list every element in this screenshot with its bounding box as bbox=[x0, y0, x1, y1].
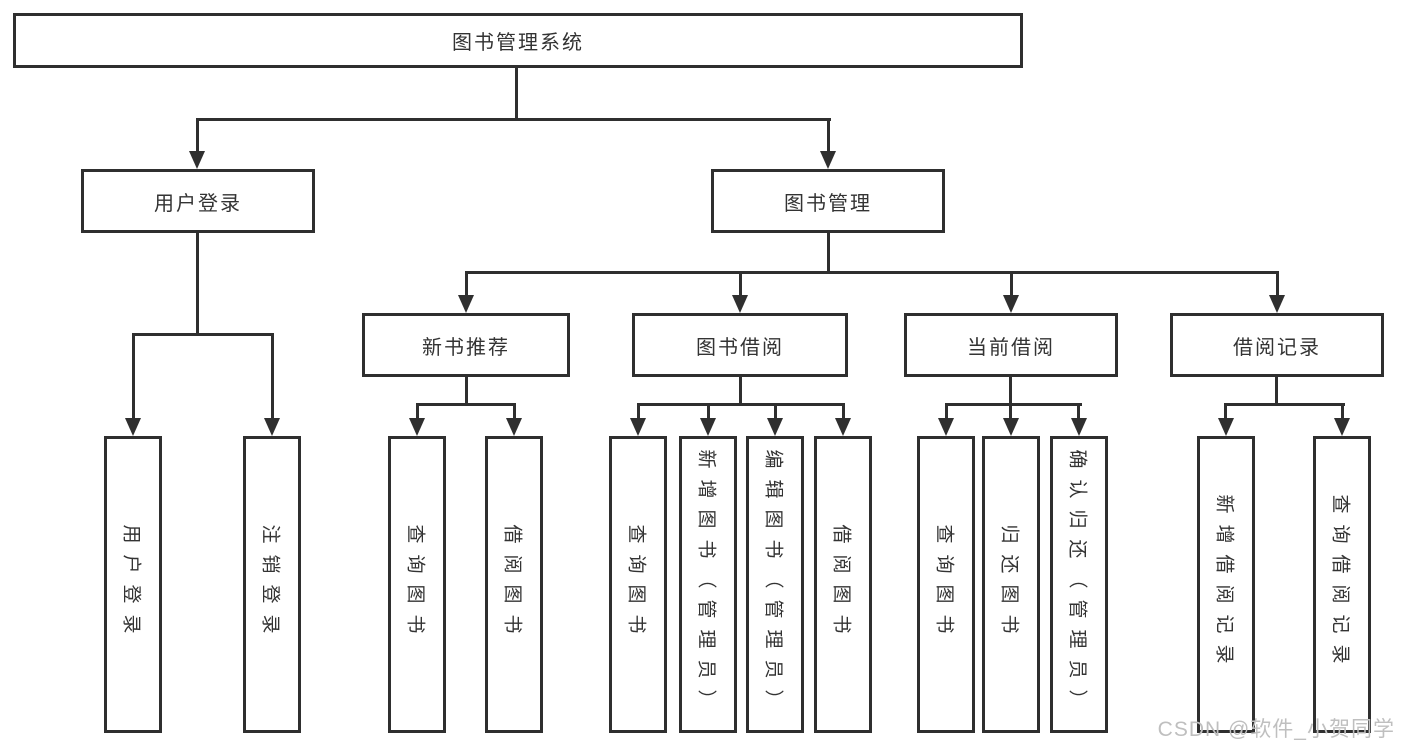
arrow-down-icon bbox=[1269, 295, 1285, 313]
connector-line bbox=[416, 403, 419, 419]
connector-line bbox=[196, 118, 199, 152]
arrow-down-icon bbox=[835, 418, 851, 436]
connector-line bbox=[1275, 377, 1278, 406]
arrow-down-icon bbox=[409, 418, 425, 436]
node-leaf-query-books-borrow: 查询图书 bbox=[609, 436, 667, 733]
node-leaf-add-borrow-record: 新增借阅记录 bbox=[1197, 436, 1255, 733]
arrow-down-icon bbox=[1003, 418, 1019, 436]
node-book-borrowing: 图书借阅 bbox=[632, 313, 848, 377]
node-label: 归还图书 bbox=[998, 524, 1020, 645]
arrow-down-icon bbox=[1071, 418, 1087, 436]
connector-line bbox=[271, 333, 274, 419]
connector-line bbox=[1341, 403, 1344, 419]
connector-line bbox=[465, 271, 468, 296]
arrow-down-icon bbox=[1003, 295, 1019, 313]
node-label: 借阅图书 bbox=[501, 524, 523, 645]
node-book-management: 图书管理 bbox=[711, 169, 945, 233]
connector-line bbox=[739, 377, 742, 406]
node-label: 查询借阅记录 bbox=[1329, 494, 1351, 675]
connector-line bbox=[1224, 403, 1345, 406]
arrow-down-icon bbox=[1218, 418, 1234, 436]
connector-line bbox=[1009, 403, 1012, 419]
node-leaf-query-books-recommend: 查询图书 bbox=[388, 436, 446, 733]
arrow-down-icon bbox=[767, 418, 783, 436]
connector-line bbox=[196, 118, 831, 121]
node-label: 新增图书（管理员） bbox=[695, 449, 717, 720]
node-leaf-query-borrow-record: 查询借阅记录 bbox=[1313, 436, 1371, 733]
connector-line bbox=[465, 377, 468, 406]
node-leaf-edit-books-admin: 编辑图书（管理员） bbox=[746, 436, 804, 733]
arrow-down-icon bbox=[506, 418, 522, 436]
connector-line bbox=[1224, 403, 1227, 419]
node-leaf-borrow-books-recommend: 借阅图书 bbox=[485, 436, 543, 733]
connector-line bbox=[945, 403, 948, 419]
node-label: 查询图书 bbox=[933, 524, 955, 645]
node-library-management-system: 图书管理系统 bbox=[13, 13, 1023, 68]
node-label: 查询图书 bbox=[625, 524, 647, 645]
connector-line bbox=[196, 233, 199, 336]
connector-line bbox=[637, 403, 640, 419]
arrow-down-icon bbox=[1334, 418, 1350, 436]
node-leaf-query-books-current: 查询图书 bbox=[917, 436, 975, 733]
arrow-down-icon bbox=[458, 295, 474, 313]
node-label: 注销登录 bbox=[259, 524, 281, 645]
node-label: 编辑图书（管理员） bbox=[762, 449, 784, 720]
node-leaf-confirm-return-admin: 确认归还（管理员） bbox=[1050, 436, 1108, 733]
arrow-down-icon bbox=[189, 151, 205, 169]
node-borrowing-records: 借阅记录 bbox=[1170, 313, 1384, 377]
node-current-borrowing: 当前借阅 bbox=[904, 313, 1118, 377]
node-user-login: 用户登录 bbox=[81, 169, 315, 233]
connector-line bbox=[774, 403, 777, 419]
connector-line bbox=[707, 403, 710, 419]
arrow-down-icon bbox=[700, 418, 716, 436]
connector-line bbox=[827, 233, 830, 274]
node-leaf-borrow-books: 借阅图书 bbox=[814, 436, 872, 733]
connector-line bbox=[827, 118, 830, 152]
connector-line bbox=[637, 403, 845, 406]
node-leaf-return-books: 归还图书 bbox=[982, 436, 1040, 733]
node-leaf-user-login: 用户登录 bbox=[104, 436, 162, 733]
node-leaf-add-books-admin: 新增图书（管理员） bbox=[679, 436, 737, 733]
arrow-down-icon bbox=[125, 418, 141, 436]
connector-line bbox=[132, 333, 135, 419]
connector-line bbox=[739, 271, 742, 296]
csdn-watermark: CSDN @软件_小贺同学 bbox=[1157, 718, 1395, 741]
connector-line bbox=[515, 68, 518, 120]
connector-line bbox=[465, 271, 1279, 274]
node-label: 用户登录 bbox=[120, 524, 142, 645]
arrow-down-icon bbox=[264, 418, 280, 436]
arrow-down-icon bbox=[630, 418, 646, 436]
arrow-down-icon bbox=[938, 418, 954, 436]
arrow-down-icon bbox=[820, 151, 836, 169]
connector-line bbox=[1077, 403, 1080, 419]
node-label: 查询图书 bbox=[404, 524, 426, 645]
connector-line bbox=[1276, 271, 1279, 296]
arrow-down-icon bbox=[732, 295, 748, 313]
connector-line bbox=[842, 403, 845, 419]
connector-line bbox=[1009, 377, 1012, 406]
connector-line bbox=[513, 403, 516, 419]
node-new-book-recommendation: 新书推荐 bbox=[362, 313, 570, 377]
connector-line bbox=[945, 403, 1082, 406]
node-label: 新增借阅记录 bbox=[1213, 494, 1235, 675]
connector-line bbox=[132, 333, 274, 336]
connector-line bbox=[416, 403, 516, 406]
node-leaf-logout: 注销登录 bbox=[243, 436, 301, 733]
connector-line bbox=[1010, 271, 1013, 296]
node-label: 确认归还（管理员） bbox=[1066, 449, 1088, 720]
node-label: 借阅图书 bbox=[830, 524, 852, 645]
